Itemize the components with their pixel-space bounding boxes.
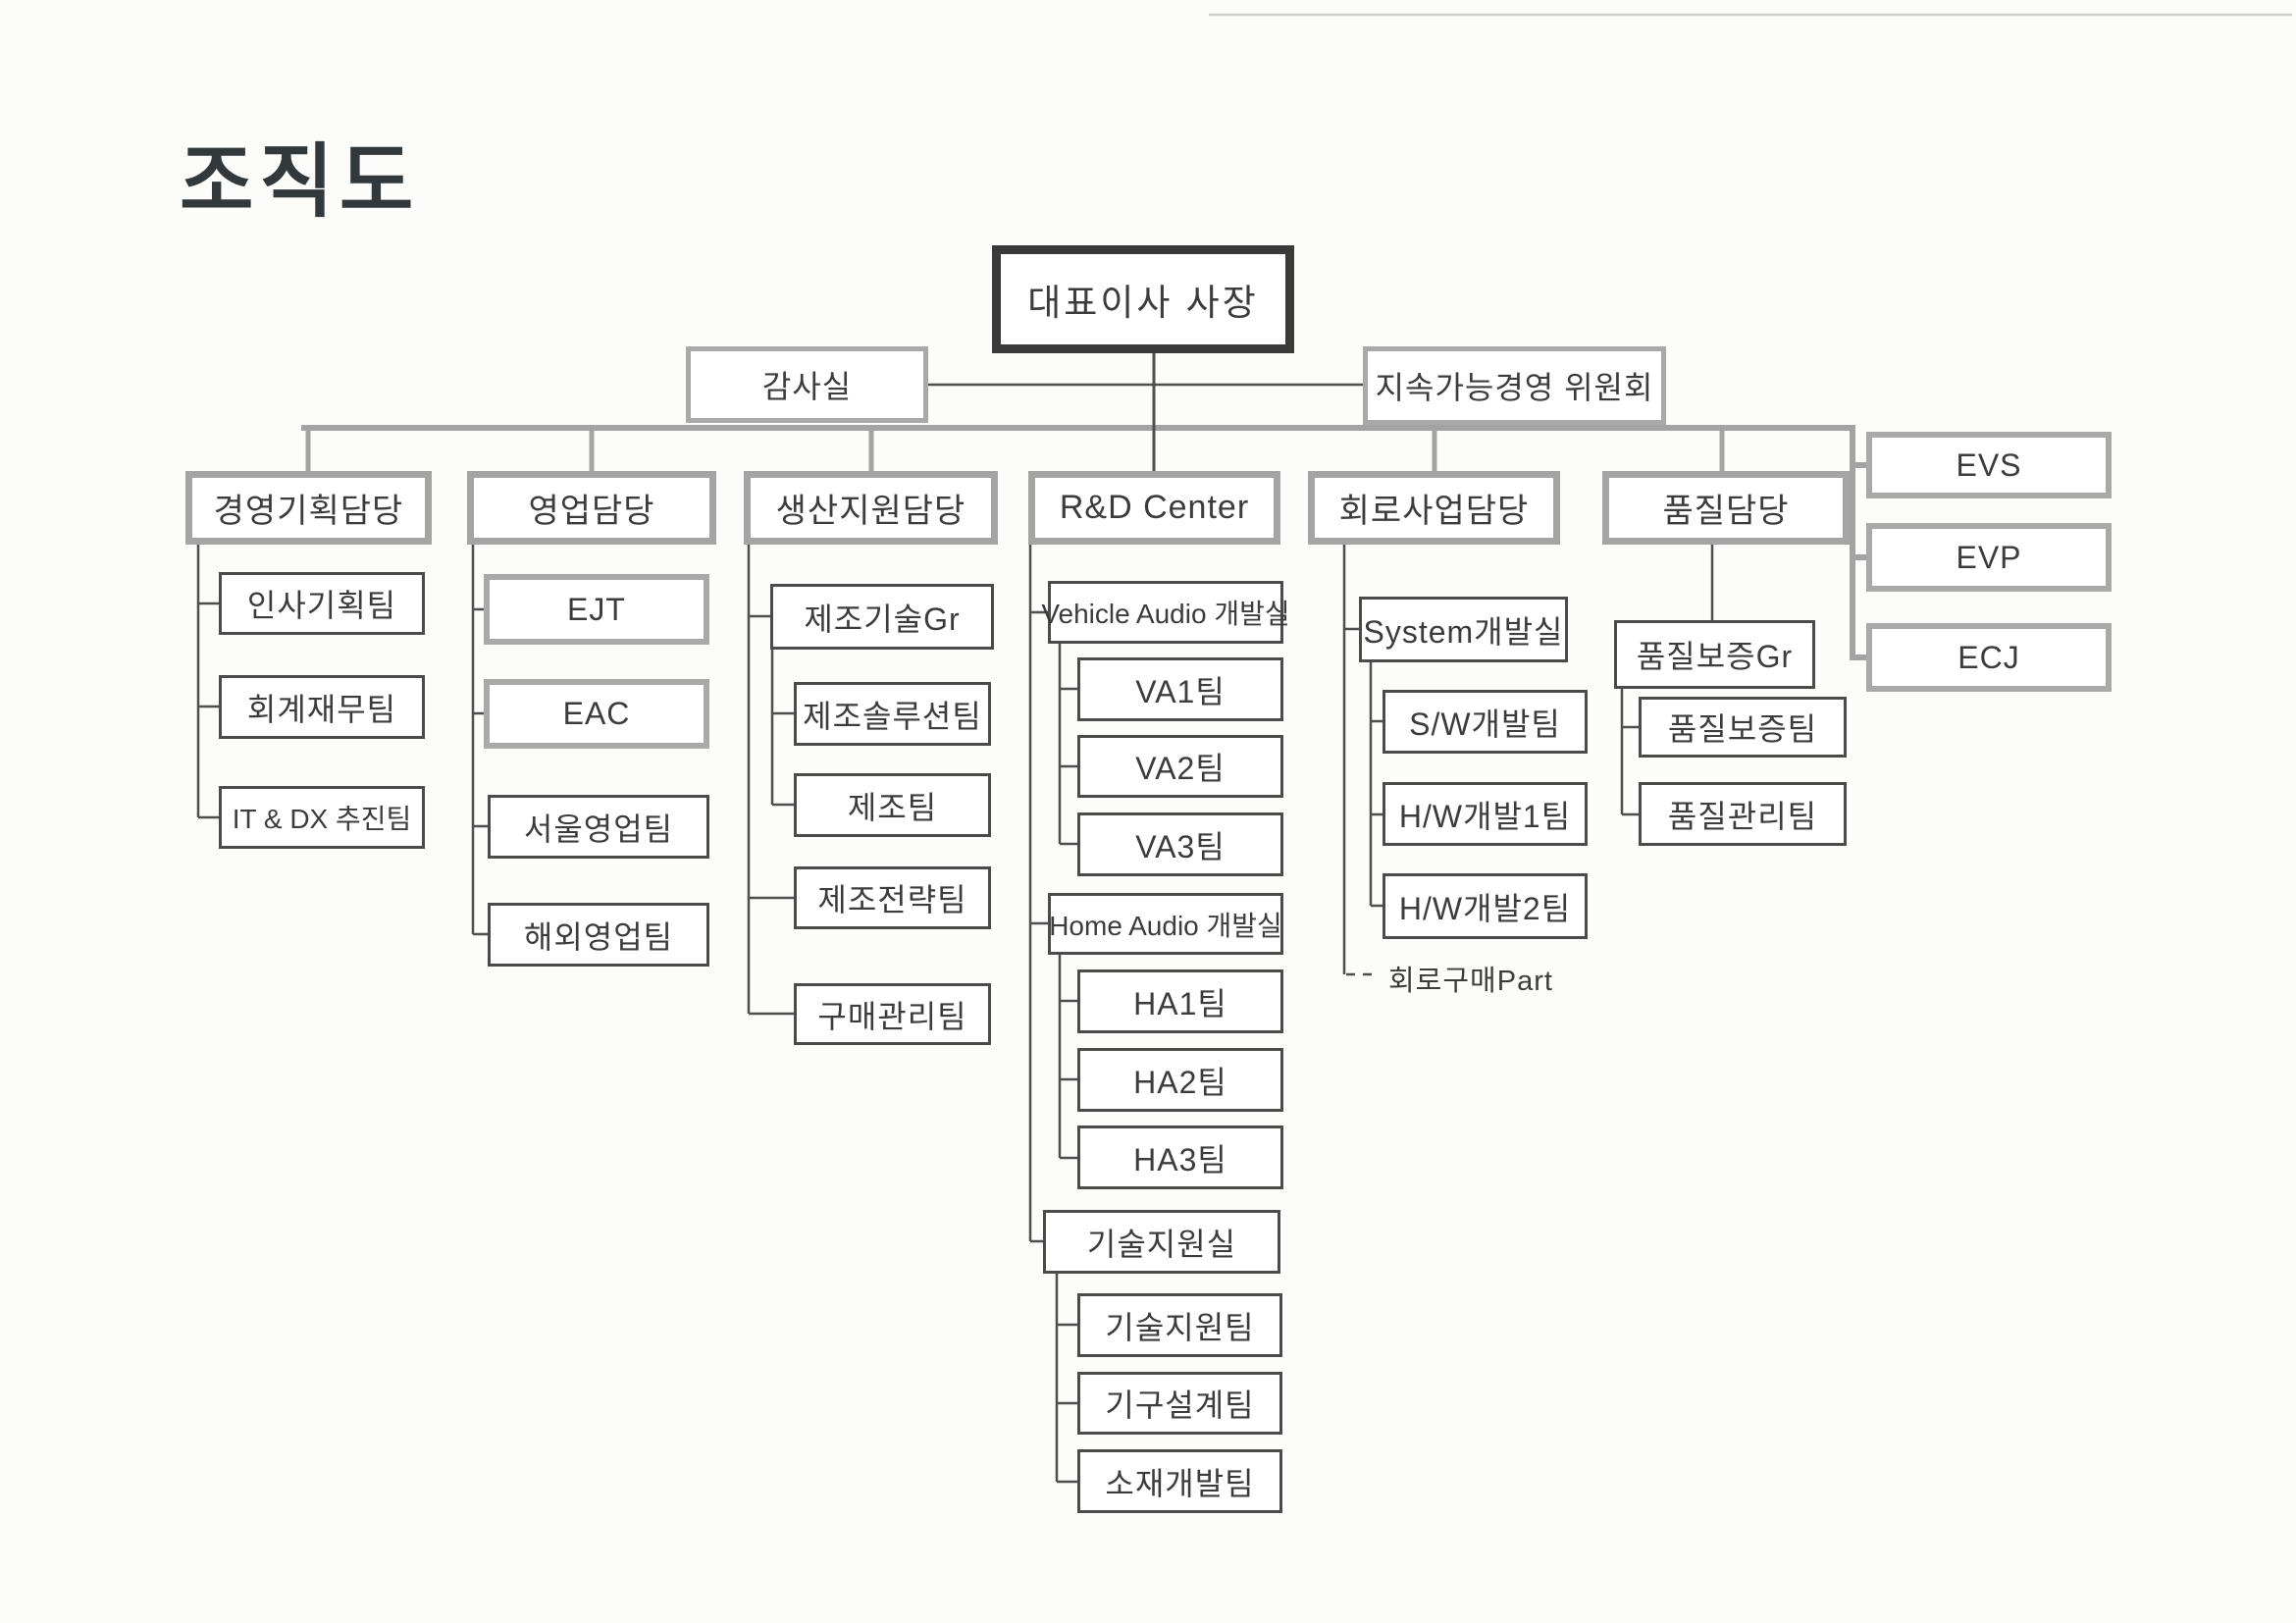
- node-division-planning: 경영기획담당: [185, 471, 432, 545]
- node-team-hw-dev2: H/W개발2팀: [1383, 873, 1588, 939]
- connectors-dark: [196, 353, 1714, 1484]
- node-team-overseas-sales: 해외영업팀: [488, 903, 709, 967]
- connectors-gray: [301, 425, 1866, 660]
- node-group-manufacturing-tech: 제조기술Gr: [770, 584, 994, 650]
- node-circuit-purchase-part: 회로구매Part: [1388, 966, 1553, 997]
- node-office-vehicle-audio: Vehicle Audio 개발실: [1041, 581, 1290, 644]
- node-team-va3: VA3팀: [1077, 812, 1283, 876]
- node-division-rnd: R&D Center: [1028, 471, 1280, 545]
- node-team-tech-support: 기술지원팀: [1077, 1293, 1282, 1357]
- node-team-manufacturing: 제조팀: [794, 773, 991, 837]
- node-affiliate-ecj: ECJ: [1866, 623, 2112, 692]
- node-subsidiary-eac: EAC: [484, 679, 709, 749]
- node-team-manufacturing-solution: 제조솔루션팀: [794, 682, 991, 746]
- node-office-tech-support: 기술지원실: [1043, 1210, 1280, 1274]
- node-group-quality-assurance: 품질보증Gr: [1614, 620, 1815, 689]
- node-division-production: 생산지원담당: [744, 471, 998, 545]
- node-team-manufacturing-strategy: 제조전략팀: [794, 866, 991, 929]
- node-subsidiary-ejt: EJT: [484, 574, 709, 645]
- node-division-sales: 영업담당: [467, 471, 716, 545]
- node-team-quality-assurance: 품질보증팀: [1639, 697, 1847, 758]
- node-team-hr-planning: 인사기획팀: [219, 572, 425, 635]
- node-affiliate-evp: EVP: [1866, 523, 2112, 592]
- node-team-hw-dev1: H/W개발1팀: [1383, 782, 1588, 846]
- node-team-quality-control: 품질관리팀: [1639, 782, 1847, 846]
- node-office-home-audio: Home Audio 개발실: [1048, 893, 1283, 955]
- node-ceo: 대표이사 사장: [992, 245, 1294, 353]
- node-team-ha3: HA3팀: [1077, 1126, 1283, 1189]
- node-team-va2: VA2팀: [1077, 735, 1283, 798]
- node-division-quality: 품질담당: [1602, 471, 1850, 545]
- node-team-ha2: HA2팀: [1077, 1048, 1283, 1112]
- node-team-seoul-sales: 서울영업팀: [488, 795, 709, 859]
- node-team-va1: VA1팀: [1077, 657, 1283, 721]
- node-team-ha1: HA1팀: [1077, 969, 1283, 1033]
- node-team-it-dx: IT & DX 추진팀: [219, 786, 425, 849]
- node-audit-office: 감사실: [686, 346, 928, 423]
- node-team-sw-dev: S/W개발팀: [1383, 690, 1588, 754]
- page-title: 조직도: [180, 137, 420, 227]
- node-team-material-dev: 소재개발팀: [1077, 1449, 1282, 1513]
- node-affiliate-evs: EVS: [1866, 432, 2112, 498]
- node-office-system-dev: System개발실: [1359, 597, 1568, 662]
- node-team-purchasing: 구매관리팀: [794, 983, 991, 1045]
- node-division-circuit: 회로사업담당: [1308, 471, 1560, 545]
- node-team-accounting-finance: 회계재무팀: [219, 675, 425, 739]
- node-team-mechanism-design: 기구설계팀: [1077, 1372, 1282, 1435]
- node-sustainability-committee: 지속가능경영 위원회: [1363, 346, 1666, 425]
